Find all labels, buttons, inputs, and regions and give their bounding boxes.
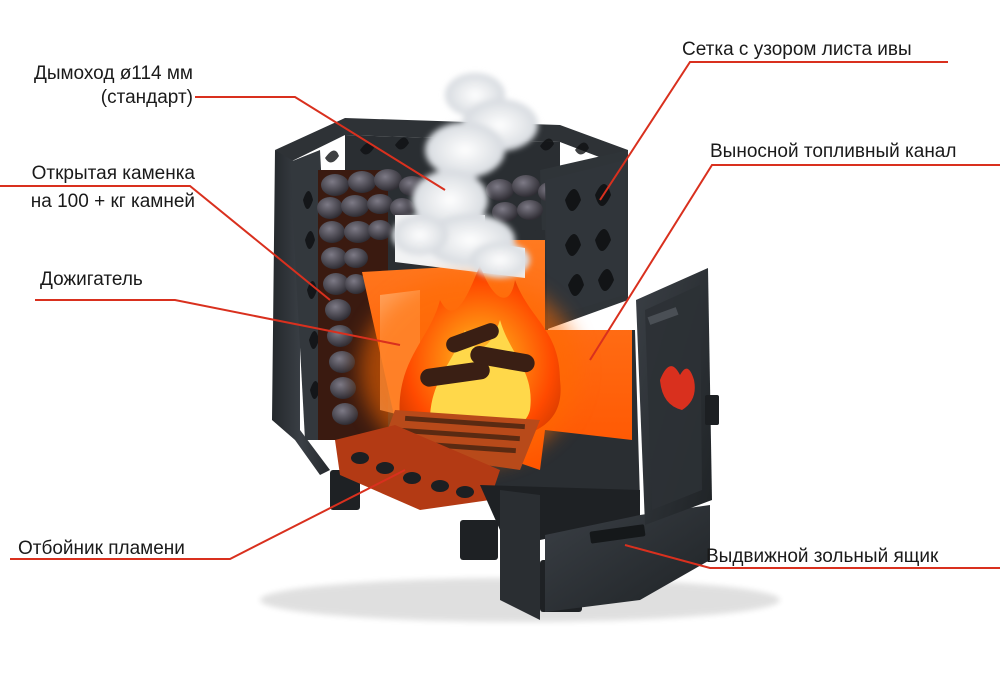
fuel-channel-door bbox=[636, 268, 719, 525]
leader-chimney bbox=[195, 96, 446, 191]
leader-ash-drawer bbox=[624, 544, 1000, 569]
label-willow-mesh: Сетка с узором листа ивы bbox=[682, 39, 912, 60]
steam-cloud bbox=[392, 73, 538, 278]
willow-leaf-mesh-panel bbox=[545, 160, 625, 318]
leader-flame-deflector bbox=[10, 469, 406, 560]
label-chimney-line2: (стандарт) bbox=[100, 87, 193, 108]
leader-afterburner bbox=[35, 299, 401, 346]
label-heater: Открытая каменка на 100 + кг камней bbox=[0, 162, 195, 214]
label-heater-line2: на 100 + кг камней bbox=[30, 191, 195, 212]
leader-fuel-channel bbox=[589, 164, 1000, 361]
label-heater-line1: Открытая каменка bbox=[31, 163, 195, 184]
door-flame-logo bbox=[660, 366, 695, 410]
ash-drawer bbox=[545, 505, 710, 612]
label-ash-drawer: Выдвижной зольный ящик bbox=[706, 546, 939, 567]
leader-lines bbox=[0, 61, 1000, 569]
leader-heater bbox=[0, 185, 331, 301]
leader-willow-mesh bbox=[599, 61, 948, 201]
left-wall-leaf-pattern bbox=[303, 191, 320, 399]
fire bbox=[360, 265, 580, 465]
label-chimney-line1: Дымоход ø114 мм bbox=[33, 63, 193, 84]
flame-deflector-plate bbox=[335, 425, 500, 510]
label-flame-deflector: Отбойник пламени bbox=[18, 538, 185, 559]
label-fuel-channel: Выносной топливный канал bbox=[710, 141, 957, 162]
label-chimney: Дымоход ø114 мм (стандарт) bbox=[18, 62, 193, 110]
label-afterburner: Дожигатель bbox=[40, 269, 143, 290]
